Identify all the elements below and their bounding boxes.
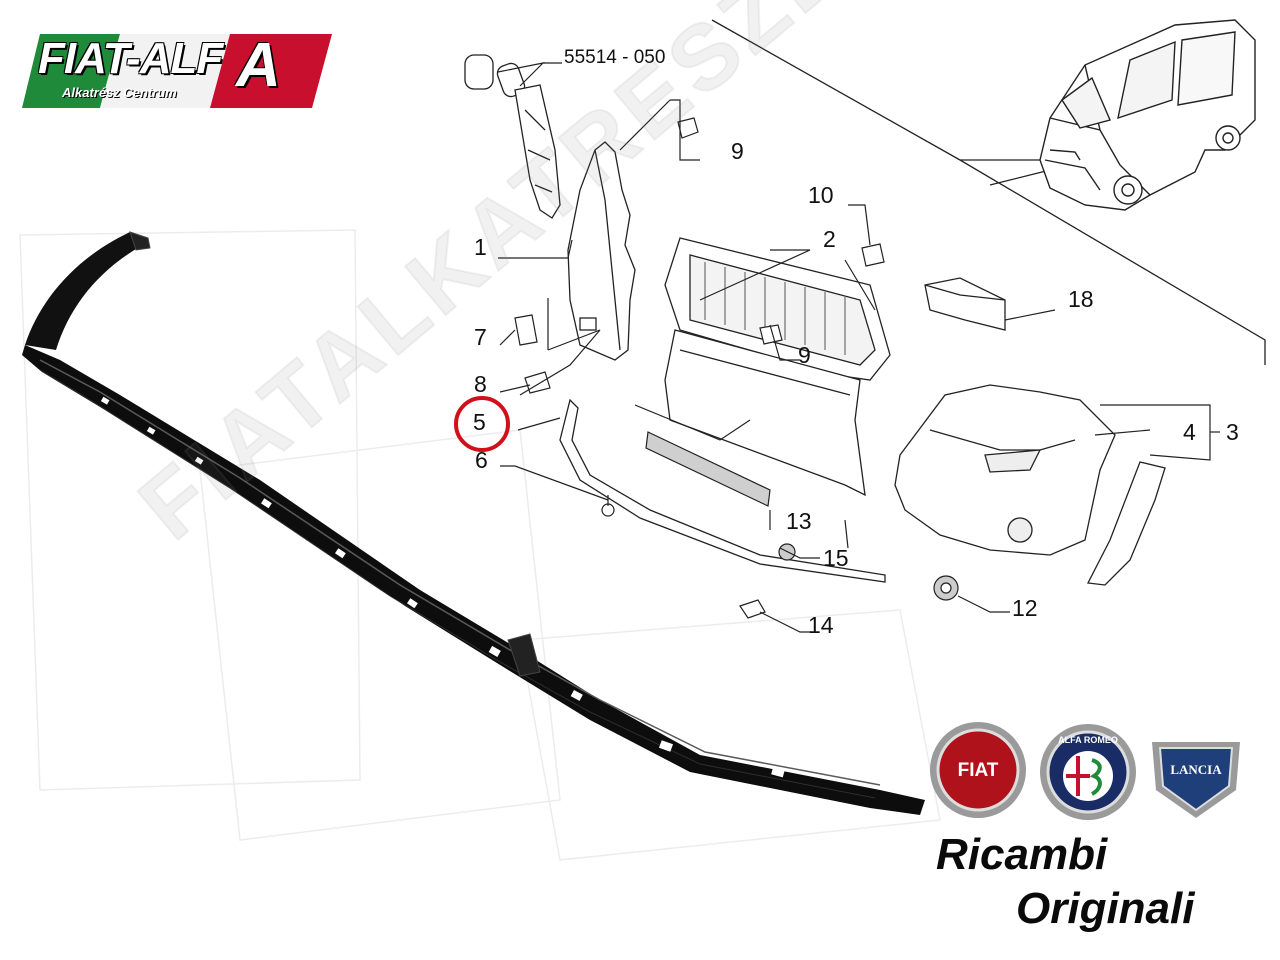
- callout-9-middle: 9: [798, 342, 811, 368]
- alfa-romeo-badge-label: ALFA ROMEO: [1058, 735, 1118, 745]
- callout-15: 15: [823, 545, 849, 571]
- side-strip: [1086, 461, 1166, 586]
- slogan-line-1: Ricambi: [936, 830, 1108, 879]
- leader-lines: [711, 19, 1266, 365]
- background-frames: [19, 229, 941, 861]
- callout-13: 13: [786, 508, 812, 534]
- lower-trim-strip: [559, 398, 886, 583]
- callout-18: 18: [1068, 286, 1094, 312]
- callout-8: 8: [474, 371, 487, 397]
- trim-strip-holes: [100, 396, 785, 778]
- slogan-line-2: Originali: [1016, 884, 1195, 933]
- left-side-panel: [567, 141, 636, 361]
- small-fasteners: [514, 117, 959, 619]
- logo-main-text: FIAT-ALF: [38, 34, 223, 83]
- fiat-badge-label: FIAT: [957, 760, 999, 781]
- lower-grille-panel: [664, 329, 866, 497]
- grille-frame: [664, 237, 891, 381]
- callout-2: 2: [823, 226, 836, 252]
- callout-leaders: [497, 62, 1220, 633]
- callout-10: 10: [808, 182, 834, 208]
- logo-accent-letter: A: [236, 31, 281, 100]
- van-illustration: [1039, 19, 1256, 211]
- foam-block: [924, 277, 1006, 331]
- mesh-insert: [645, 431, 771, 507]
- callout-6: 6: [475, 447, 488, 473]
- lancia-badge-label: LANCIA: [1170, 762, 1222, 777]
- callout-4: 4: [1183, 419, 1196, 445]
- callout-9-top: 9: [731, 138, 744, 164]
- brand-badges: [930, 722, 1240, 820]
- callout-12: 12: [1012, 595, 1038, 621]
- highlight-circle: [454, 396, 510, 452]
- callout-3: 3: [1226, 419, 1239, 445]
- callout-1: 1: [474, 234, 487, 260]
- logo-banner: [22, 34, 332, 108]
- callout-7: 7: [474, 324, 487, 350]
- callout-5[interactable]: 5: [473, 409, 486, 435]
- callout-14: 14: [808, 612, 834, 638]
- right-bumper-corner: [894, 384, 1116, 556]
- logo-sub-text: Alkatrész Centrum: [62, 85, 177, 100]
- bracket-part: [464, 54, 561, 219]
- trim-strip-photo: [22, 231, 925, 815]
- part-number-label: 55514 - 050: [564, 47, 666, 68]
